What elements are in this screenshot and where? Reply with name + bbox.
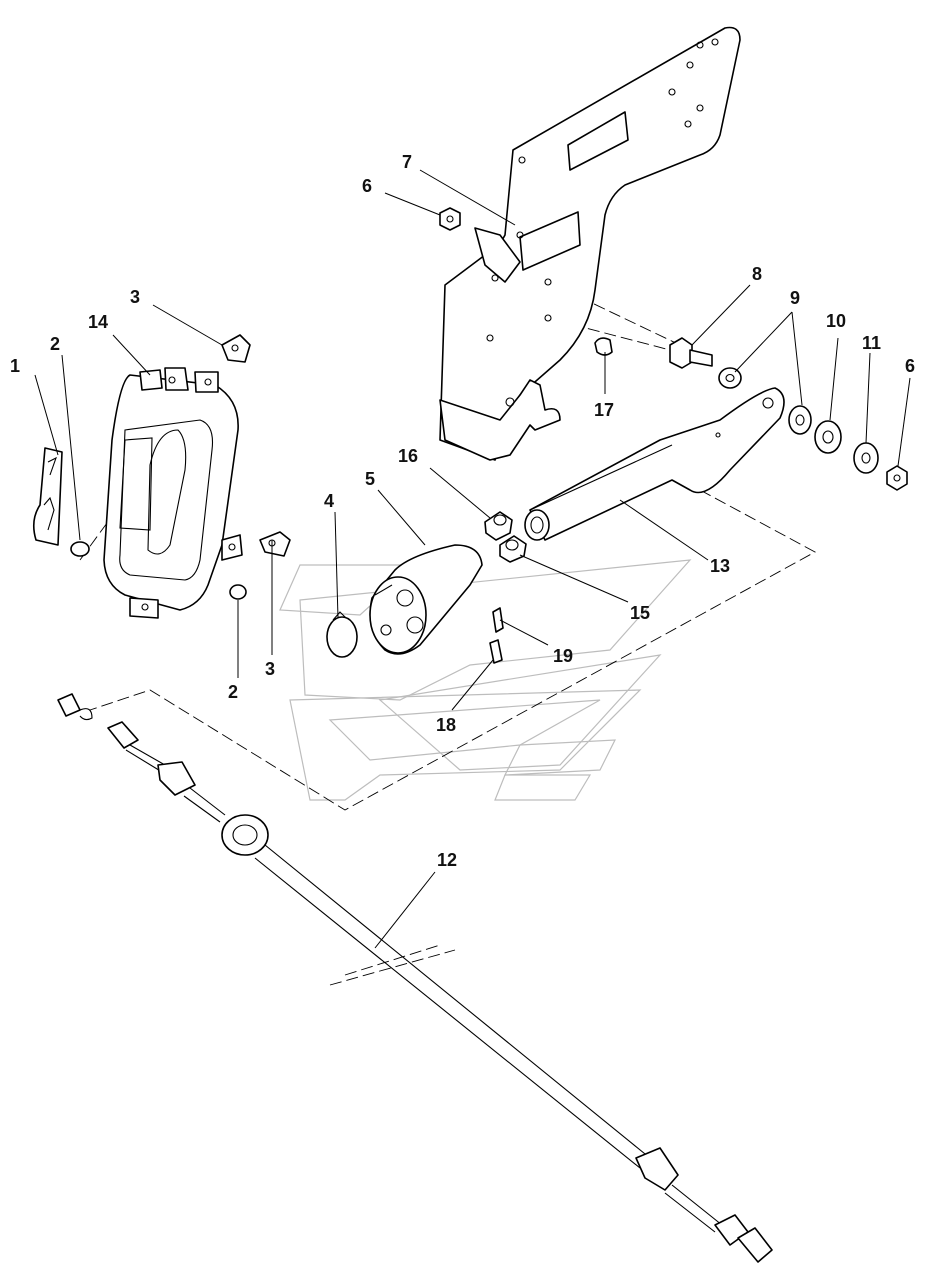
control-cable-part xyxy=(57,693,773,1263)
nut-upper xyxy=(439,207,461,231)
screw-left xyxy=(70,541,90,557)
callout-19: 19 xyxy=(553,646,573,666)
lever-arm-part xyxy=(524,387,785,541)
clip-upper xyxy=(221,334,251,363)
bushing-part xyxy=(326,611,358,658)
bolt-part xyxy=(594,337,613,356)
callout-10: 10 xyxy=(826,311,846,331)
nut-right xyxy=(886,465,908,491)
pivot-bolt-part xyxy=(669,337,713,369)
callout-13: 13 xyxy=(710,556,730,576)
callout-6-upper: 6 xyxy=(362,176,372,196)
callout-3-upper: 3 xyxy=(130,287,140,307)
clip-lower xyxy=(259,531,291,557)
watermark-logo xyxy=(279,559,692,801)
callout-8: 8 xyxy=(752,264,762,284)
callout-14: 14 xyxy=(88,312,108,332)
adjuster-screw-16 xyxy=(484,511,513,541)
callout-6-right: 6 xyxy=(905,356,915,376)
spacer-washer-10 xyxy=(814,420,842,454)
callout-3-lower: 3 xyxy=(265,659,275,679)
callout-16: 16 xyxy=(398,446,418,466)
callout-18: 18 xyxy=(436,715,456,735)
clip-pin-19 xyxy=(492,607,504,633)
leader-lines xyxy=(34,169,911,949)
console-bezel-part xyxy=(103,367,243,619)
callout-2-right: 2 xyxy=(228,682,238,702)
washer-9a xyxy=(718,367,742,389)
screw-right xyxy=(229,584,247,600)
lever-head-part xyxy=(369,544,483,655)
callout-11: 11 xyxy=(862,333,881,353)
flat-washer-11 xyxy=(853,442,879,474)
callout-labels: 1 2 14 3 2 3 4 5 6 7 8 9 10 11 6 16 17 1… xyxy=(10,152,915,870)
mounting-bracket-part xyxy=(439,26,741,461)
callout-17: 17 xyxy=(594,400,614,420)
callout-7: 7 xyxy=(402,152,412,172)
callout-2-left: 2 xyxy=(50,334,60,354)
callout-4: 4 xyxy=(324,491,334,511)
callout-9: 9 xyxy=(790,288,800,308)
selector-insert-part xyxy=(32,447,63,546)
callout-12: 12 xyxy=(437,850,457,870)
callout-5: 5 xyxy=(365,469,375,489)
washer-9b xyxy=(788,405,812,435)
callout-1: 1 xyxy=(10,356,20,376)
spring-pin-18 xyxy=(489,639,503,664)
callout-15: 15 xyxy=(630,603,650,623)
adjuster-screw-15 xyxy=(499,535,527,563)
